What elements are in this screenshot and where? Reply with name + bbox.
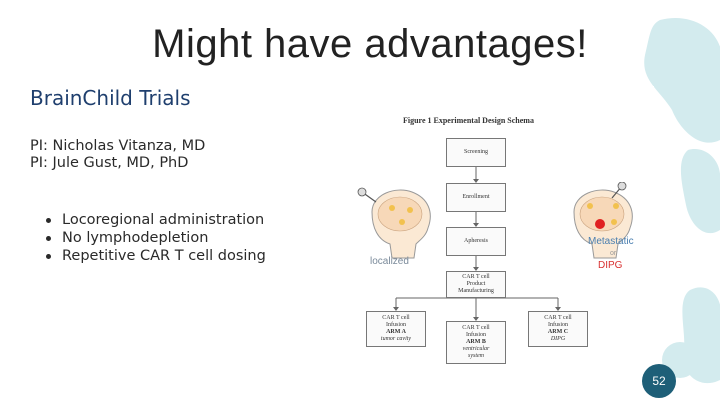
- slide-title: Might have advantages!: [60, 22, 680, 67]
- bullet-list: Locoregional administration No lymphodep…: [46, 212, 266, 266]
- arm-label: Infusion: [548, 322, 568, 329]
- arm-b-box: CAR T cell Infusion ARM B ventricular sy…: [446, 321, 506, 364]
- arm-label: system: [468, 353, 484, 360]
- arm-label: Infusion: [466, 332, 486, 339]
- bullet-text: No lymphodepletion: [62, 230, 208, 246]
- trials-heading: BrainChild Trials: [30, 86, 191, 110]
- bullet-dot: [46, 254, 51, 259]
- arm-label: Infusion: [386, 322, 406, 329]
- arm-label: DIPG: [551, 336, 565, 343]
- figure-title: Figure 1 Experimental Design Schema: [403, 116, 534, 125]
- step-label: Apheresis: [464, 238, 488, 245]
- arm-a-box: CAR T cell Infusion ARM A tumor cavity: [366, 311, 426, 347]
- bullet-item: Locoregional administration: [46, 212, 266, 230]
- arm-label: ARM B: [466, 339, 486, 346]
- bullet-dot: [46, 218, 51, 223]
- arm-label: CAR T cell: [544, 315, 571, 322]
- brain-localized-icon: [354, 182, 444, 262]
- brain-metastatic-icon: [560, 182, 650, 262]
- label-metastatic: Metastatic: [588, 236, 634, 247]
- arm-label: ventricular: [463, 346, 490, 353]
- arm-label: ARM A: [386, 329, 406, 336]
- bullet-dot: [46, 236, 51, 241]
- arm-label: CAR T cell: [462, 325, 489, 332]
- experimental-design-figure: Figure 1 Experimental Design Schema: [348, 100, 654, 364]
- arm-label: tumor cavity: [381, 336, 411, 343]
- label-dipg: DIPG: [598, 260, 622, 271]
- arm-label: ARM C: [548, 329, 568, 336]
- investigator-1: PI: Nicholas Vitanza, MD: [30, 138, 205, 154]
- step-label: Screening: [464, 149, 488, 156]
- arm-c-box: CAR T cell Infusion ARM C DIPG: [528, 311, 588, 347]
- investigator-2: PI: Jule Gust, MD, PhD: [30, 155, 188, 171]
- step-apheresis: Apheresis: [446, 227, 506, 256]
- step-enrollment: Enrollment: [446, 183, 506, 212]
- slide-content-image: BrainChild Trials PI: Nicholas Vitanza, …: [22, 86, 654, 368]
- step-label: CAR T cell: [462, 274, 489, 281]
- arm-label: CAR T cell: [382, 315, 409, 322]
- page-number-badge: 52: [642, 364, 676, 398]
- bullet-item: No lymphodepletion: [46, 230, 266, 248]
- label-or: or: [610, 250, 616, 257]
- label-localized: localized: [370, 256, 409, 267]
- step-label: Manufacturing: [458, 288, 494, 295]
- bullet-text: Repetitive CAR T cell dosing: [62, 248, 266, 264]
- bullet-item: Repetitive CAR T cell dosing: [46, 248, 266, 266]
- bullet-text: Locoregional administration: [62, 212, 264, 228]
- step-manufacturing: CAR T cell Product Manufacturing: [446, 271, 506, 298]
- step-screening: Screening: [446, 138, 506, 167]
- step-label: Enrollment: [463, 194, 490, 201]
